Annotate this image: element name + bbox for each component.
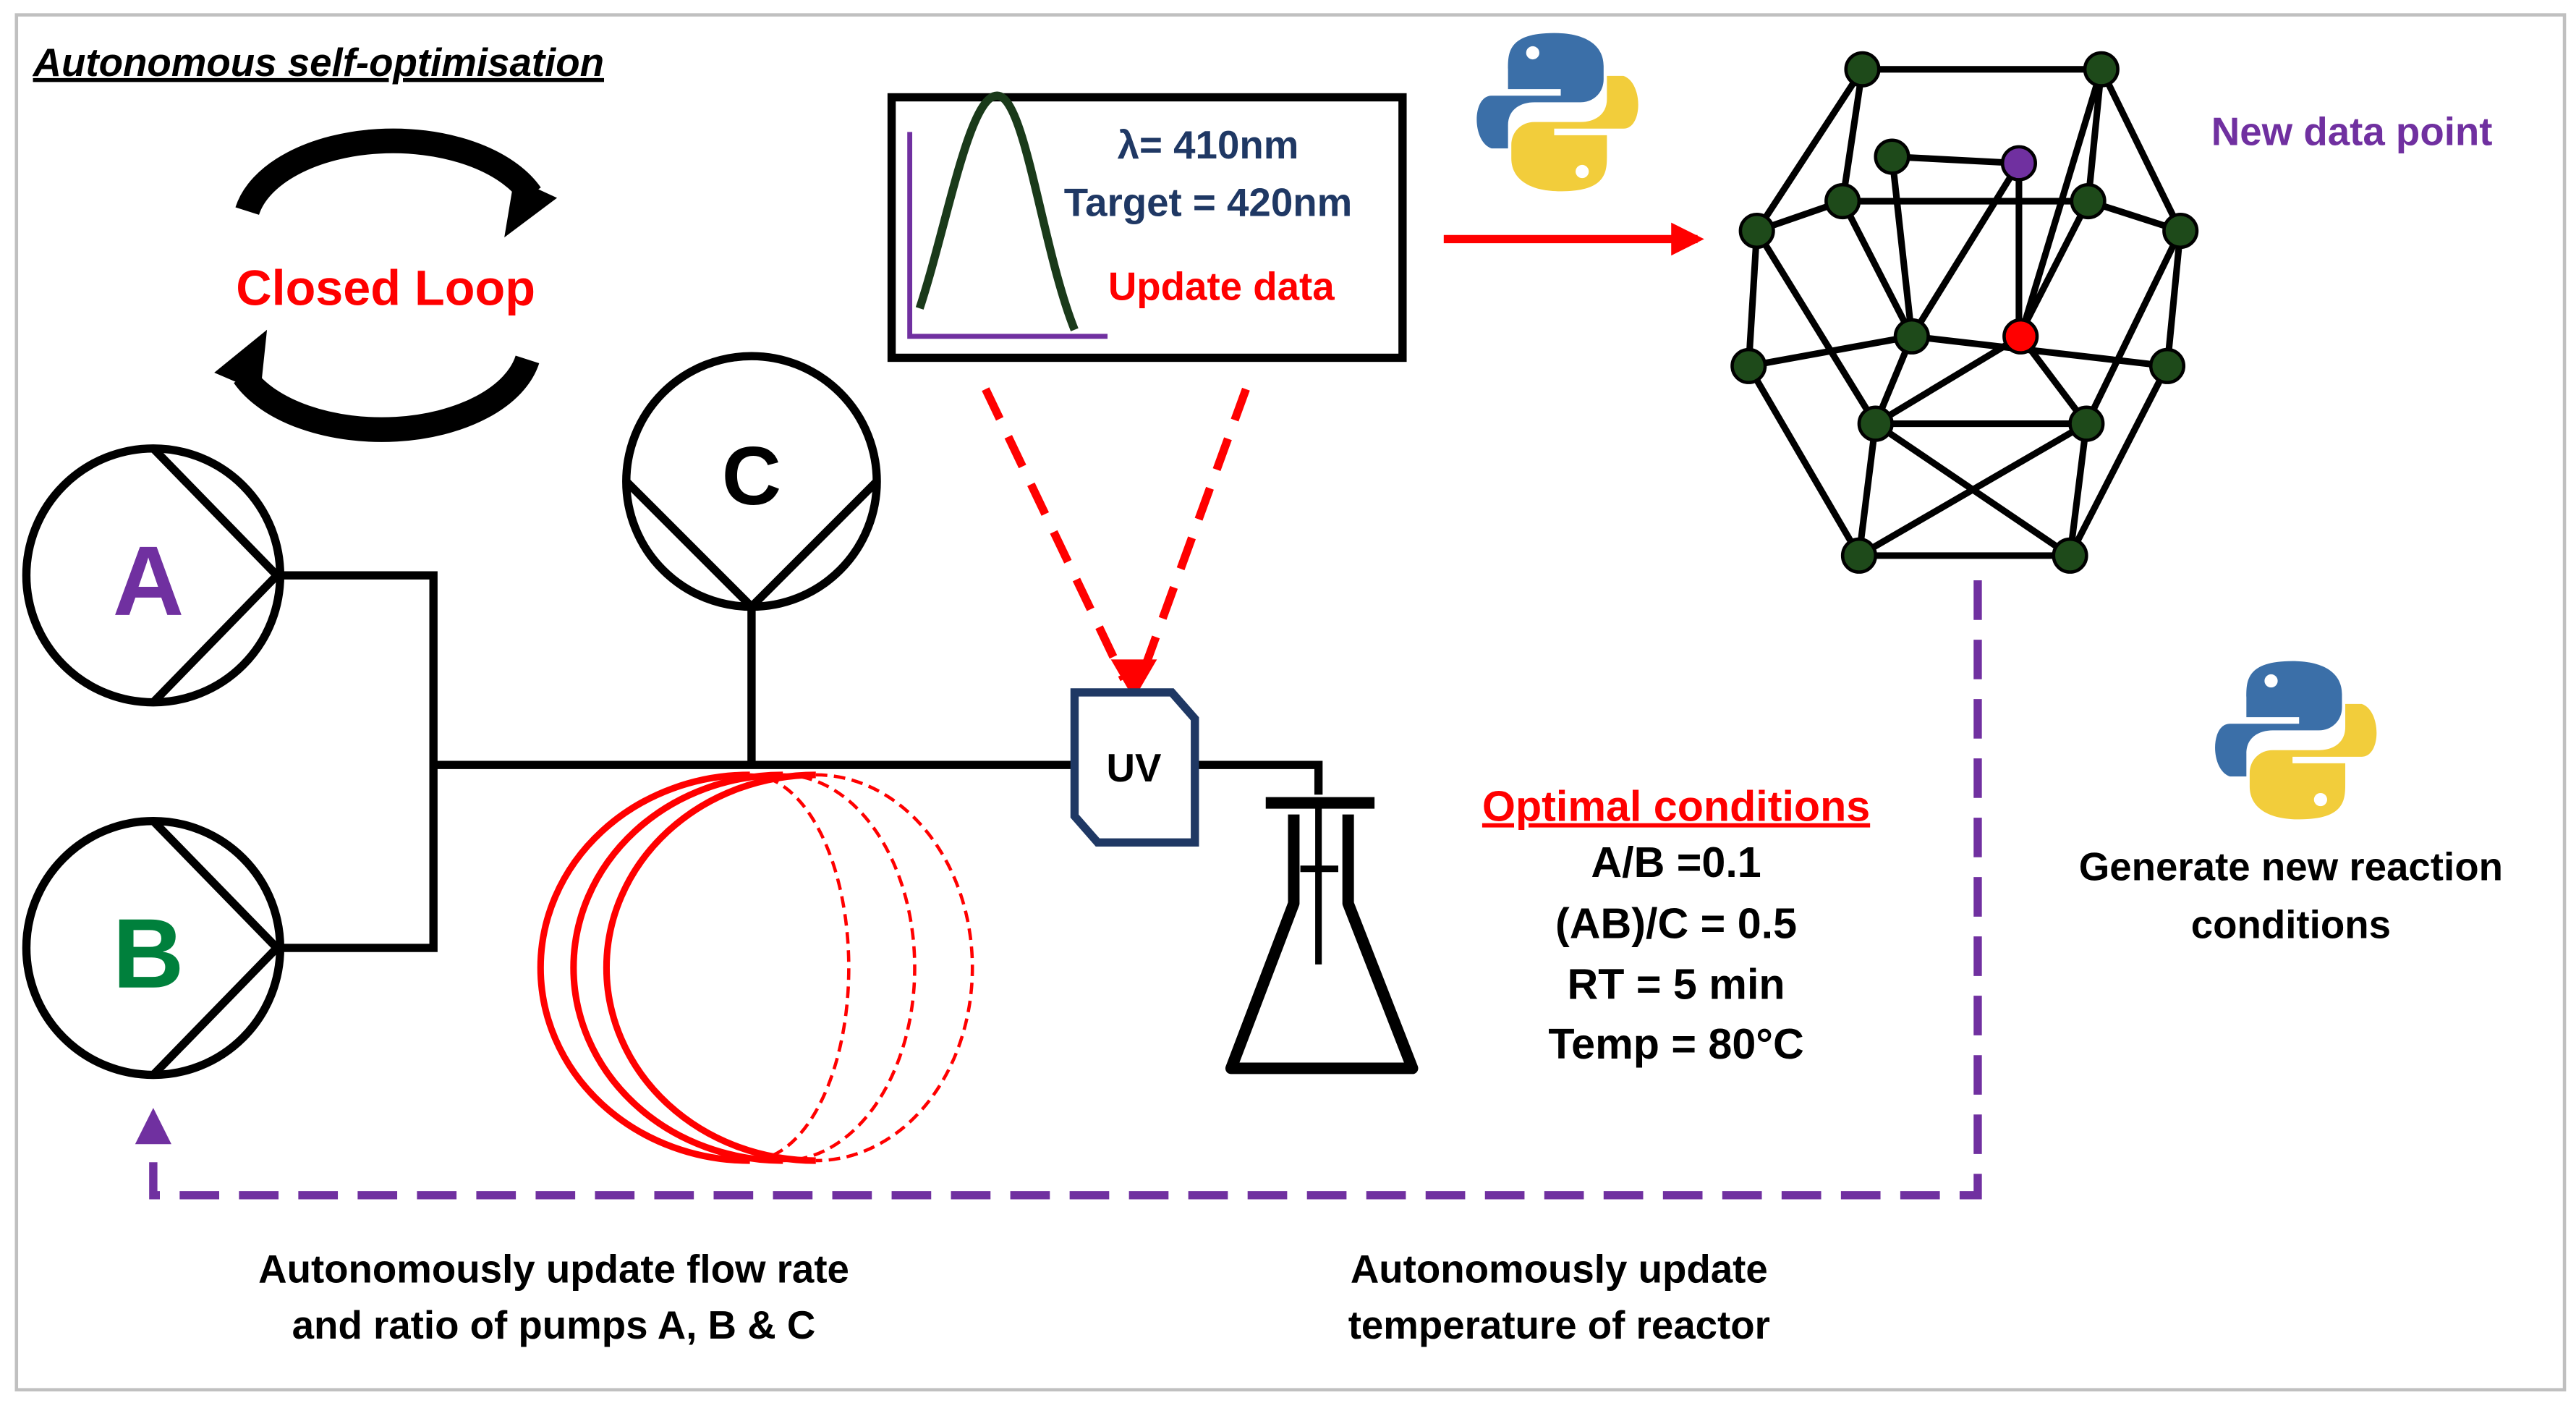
detection-beam bbox=[982, 387, 1250, 682]
pump-a: A bbox=[22, 444, 285, 707]
optimal-condition-residence-time: RT = 5 min bbox=[1567, 960, 1785, 1009]
generate-conditions-line-1: Generate new reaction bbox=[2079, 845, 2503, 889]
figure-title: Autonomous self-optimisation bbox=[32, 41, 604, 85]
spectrum-axes bbox=[907, 132, 1108, 339]
flow-lines bbox=[276, 571, 1323, 952]
pump-a-label: A bbox=[113, 525, 184, 636]
spectrum-panel: λ= 410nm Target = 420nm Update data bbox=[887, 91, 1407, 363]
spectrum-peak bbox=[915, 91, 1079, 331]
optimal-condition-ratio-ab: A/B =0.1 bbox=[1591, 838, 1761, 886]
optimisation-model-network bbox=[1730, 51, 2199, 574]
uv-detector: UV bbox=[1070, 688, 1199, 847]
optimal-condition-temperature: Temp = 80°C bbox=[1548, 1020, 1803, 1068]
closed-loop-label: Closed Loop bbox=[236, 261, 535, 316]
python-logo-icon bbox=[1476, 33, 1638, 192]
update-data-label: Update data bbox=[1108, 265, 1335, 309]
feedback-arrowhead bbox=[135, 1108, 171, 1145]
beam-arrowhead bbox=[1110, 659, 1157, 700]
update-temperature-line-1: Autonomously update bbox=[1351, 1247, 1768, 1292]
pump-b-label: B bbox=[113, 898, 184, 1009]
erlenmeyer-flask-icon bbox=[1225, 797, 1419, 1074]
pump-b: B bbox=[22, 816, 285, 1080]
optimal-condition-ratio-abc: (AB)/C = 0.5 bbox=[1555, 899, 1797, 947]
optimal-conditions-heading: Optimal conditions bbox=[1482, 782, 1870, 831]
cycle-arrows-icon bbox=[214, 128, 558, 442]
reactor-coil bbox=[537, 771, 974, 1164]
pump-c: C bbox=[622, 352, 881, 613]
pump-c-label: C bbox=[722, 431, 781, 522]
feedback-path bbox=[149, 580, 1982, 1200]
lambda-value: λ= 410nm bbox=[1118, 123, 1299, 167]
python-logo-icon bbox=[2215, 661, 2377, 820]
update-temperature-line-2: temperature of reactor bbox=[1348, 1303, 1770, 1347]
figure-frame bbox=[14, 13, 2567, 1391]
target-value: Target = 420nm bbox=[1064, 181, 1352, 225]
optimum-node bbox=[2002, 318, 2039, 355]
new-data-point-node bbox=[2000, 145, 2037, 182]
generate-conditions-line-2: conditions bbox=[2191, 902, 2391, 946]
update-pumps-line-2: and ratio of pumps A, B & C bbox=[292, 1303, 816, 1347]
uv-label: UV bbox=[1107, 746, 1162, 790]
update-pumps-line-1: Autonomously update flow rate bbox=[258, 1247, 849, 1292]
new-data-point-label: New data point bbox=[2211, 110, 2493, 154]
